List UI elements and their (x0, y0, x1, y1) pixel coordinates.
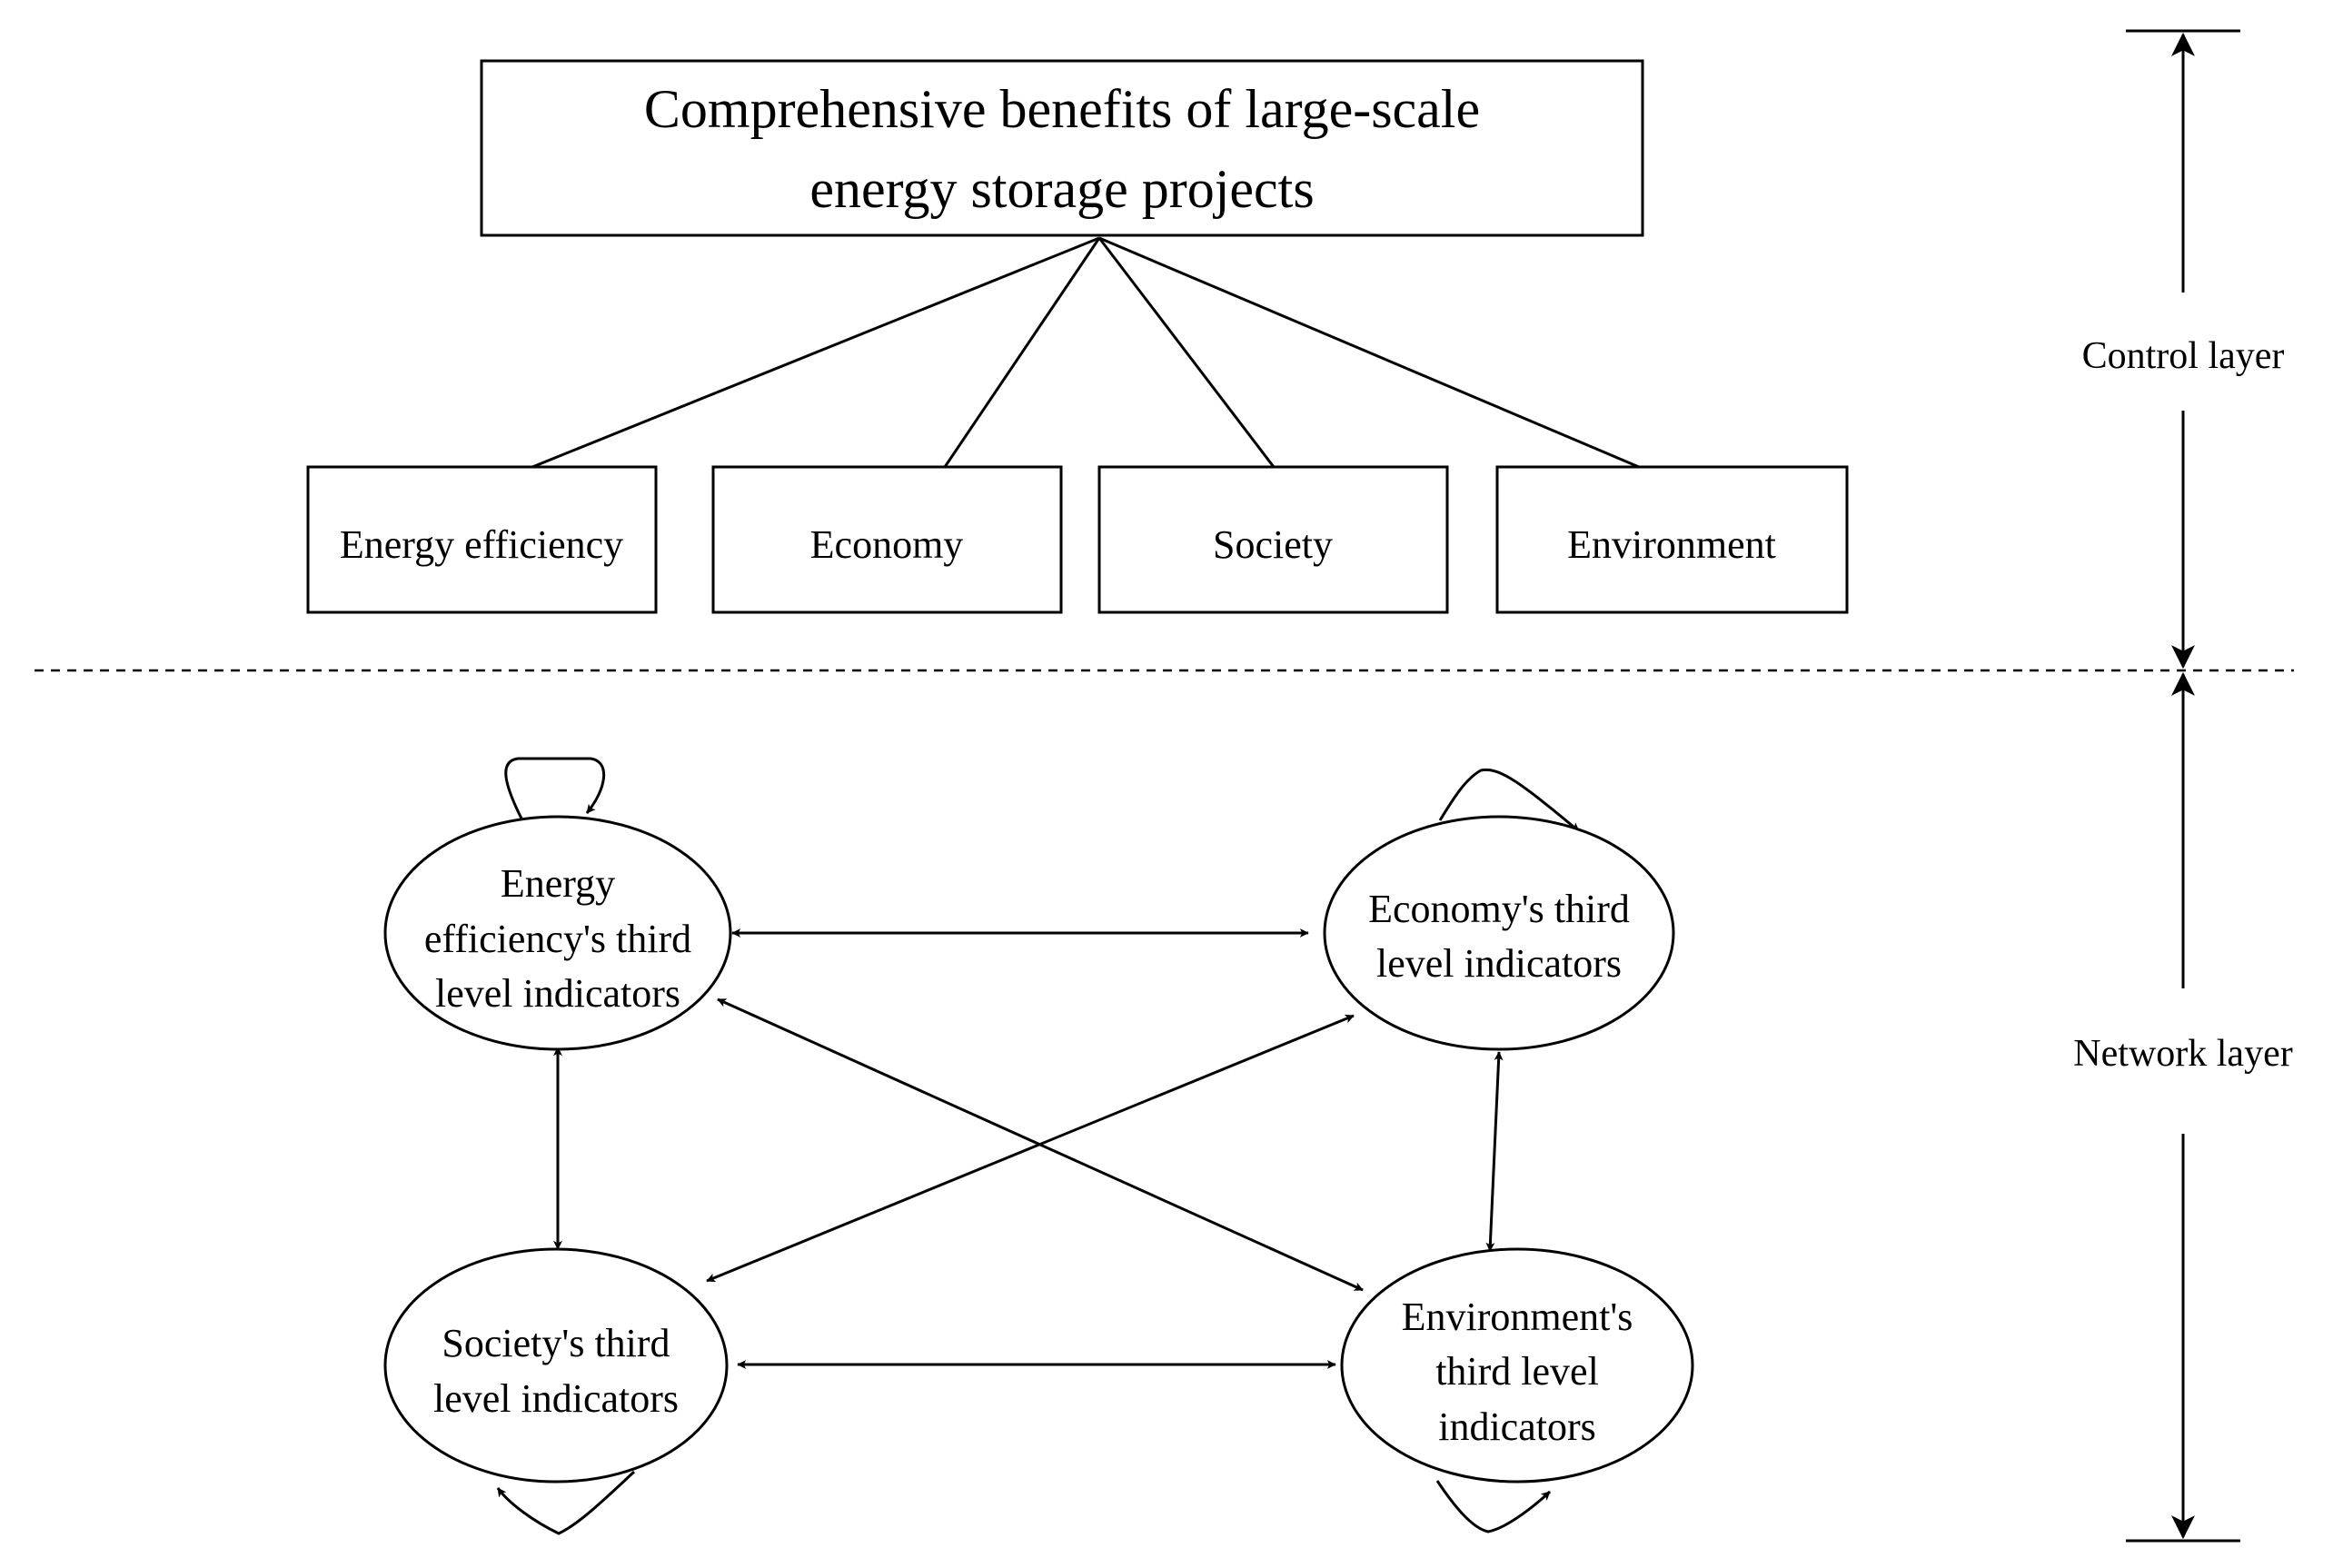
criterion-label: Economy (810, 522, 964, 567)
criterion-label: Energy efficiency (340, 522, 623, 567)
criterion-environment: Environment (1495, 465, 1849, 614)
cluster-label-line-1: Energy (501, 861, 615, 906)
criterion-economy: Economy (711, 465, 1063, 614)
arrow-economy-environment (1485, 1051, 1504, 1252)
self-loop-environment (1435, 1480, 1552, 1533)
cluster-energy-efficiency: Energy efficiency's third level indicato… (383, 815, 732, 1051)
cluster-society: Society's third level indicators (383, 1247, 729, 1484)
cluster-label-line-2: efficiency's third (424, 917, 691, 961)
layer-scale: Control layer Network layer (2073, 29, 2293, 1543)
cluster-environment: Environment's third level indicators (1340, 1247, 1694, 1484)
goal-node: Comprehensive benefits of large-scale en… (480, 59, 1644, 237)
self-loops (496, 757, 1580, 1535)
cluster-label-line-1: Economy's third (1368, 887, 1630, 931)
cluster-label-line-1: Society's third (442, 1321, 670, 1365)
control-layer-label: Control layer (2082, 335, 2285, 377)
goal-title-line-1: Comprehensive benefits of large-scale (644, 79, 1480, 139)
hierarchy-links (531, 236, 1640, 469)
criterion-label: Environment (1567, 522, 1776, 567)
interaction-arrows (553, 928, 1504, 1369)
goal-title-line-2: energy storage projects (809, 159, 1314, 219)
link-goal-environment (1098, 236, 1640, 469)
self-loop-economy (1438, 768, 1580, 833)
criterion-society: Society (1097, 465, 1449, 614)
cluster-label-line-3: level indicators (435, 971, 680, 1016)
criterion-label: Society (1213, 522, 1333, 567)
network-layer-label: Network layer (2073, 1033, 2292, 1075)
cluster-label-line-1: Environment's (1402, 1295, 1633, 1339)
criterion-energy-efficiency: Energy efficiency (306, 465, 658, 614)
self-loop-society (496, 1470, 636, 1535)
self-loop-energy-efficiency (504, 757, 605, 819)
cluster-label-line-3: indicators (1438, 1404, 1596, 1449)
link-goal-society (1097, 237, 1276, 468)
arrow-society-economy (706, 1014, 1355, 1283)
link-goal-economy (943, 237, 1101, 468)
cluster-label-line-2: level indicators (1376, 941, 1622, 986)
link-goal-energy-efficiency (531, 236, 1100, 469)
cluster-economy: Economy's third level indicators (1323, 815, 1675, 1051)
cluster-label-line-2: level indicators (433, 1376, 679, 1421)
cluster-label-line-2: third level (1435, 1349, 1599, 1394)
